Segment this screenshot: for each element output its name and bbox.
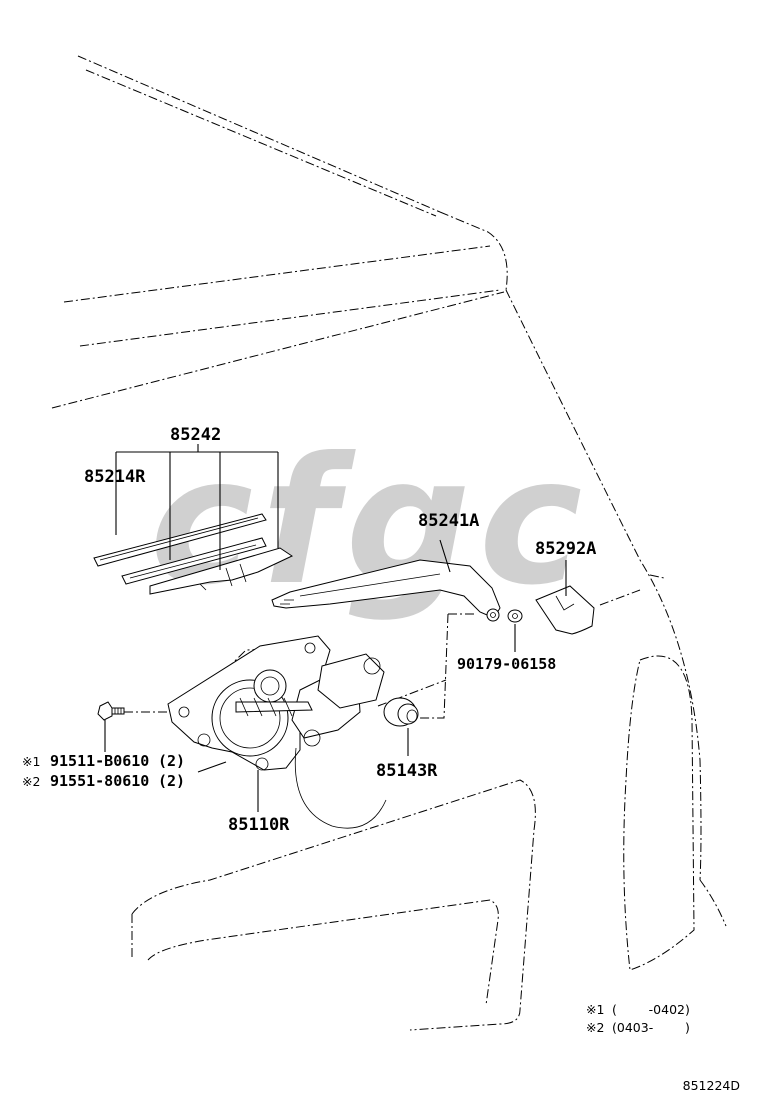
wiper-arm <box>271 539 501 622</box>
label-blade-assembly: 85242 <box>170 425 221 445</box>
grommet <box>383 697 419 756</box>
arm-cap-shape <box>535 585 595 635</box>
footnote-2-mark: ※2 <box>586 1020 604 1035</box>
arm-pivot <box>486 608 500 622</box>
bolt-1-number: 91511-B0610 <box>50 752 149 770</box>
bolt-1-qty: (2) <box>158 752 185 770</box>
wiper-blade-assembly <box>93 513 294 595</box>
label-wiper-arm: 85241A <box>418 511 479 531</box>
label-motor: 85110R <box>228 815 290 835</box>
nut-shape <box>507 609 523 623</box>
bolt <box>97 701 227 773</box>
body-outline <box>51 55 727 1031</box>
footnote-2-range: (0403- ) <box>612 1020 690 1035</box>
label-arm-cap: 85292A <box>535 539 596 559</box>
nut <box>507 609 523 652</box>
label-grommet: 85143R <box>376 761 438 781</box>
label-nut: 90179-06158 <box>457 655 556 673</box>
footnote-1-range: ( -0402) <box>612 1002 690 1017</box>
bolt-2-number: 91551-80610 <box>50 772 149 790</box>
bolt-callouts: ※1 91511-B0610 (2) ※2 91551-80610 (2) <box>22 752 185 790</box>
part-labels: 85242 85214R 85241A 85292A 90179-06158 8… <box>84 425 596 835</box>
blade-holder-shape <box>149 547 294 595</box>
diagram-code: 851224D <box>683 1078 740 1093</box>
arm-cap <box>535 560 595 635</box>
blade-leaders <box>115 444 279 570</box>
bolt-2-qty: (2) <box>158 772 185 790</box>
bolt-head <box>97 701 113 721</box>
label-blade-rubber: 85214R <box>84 467 146 487</box>
wiper-motor <box>124 613 476 829</box>
bolt-1-mark: ※1 <box>22 754 40 769</box>
bolt-2-mark: ※2 <box>22 774 40 789</box>
footnotes: ※1 ( -0402) ※2 (0403- ) <box>586 1002 690 1035</box>
footnote-1-mark: ※1 <box>586 1002 604 1017</box>
